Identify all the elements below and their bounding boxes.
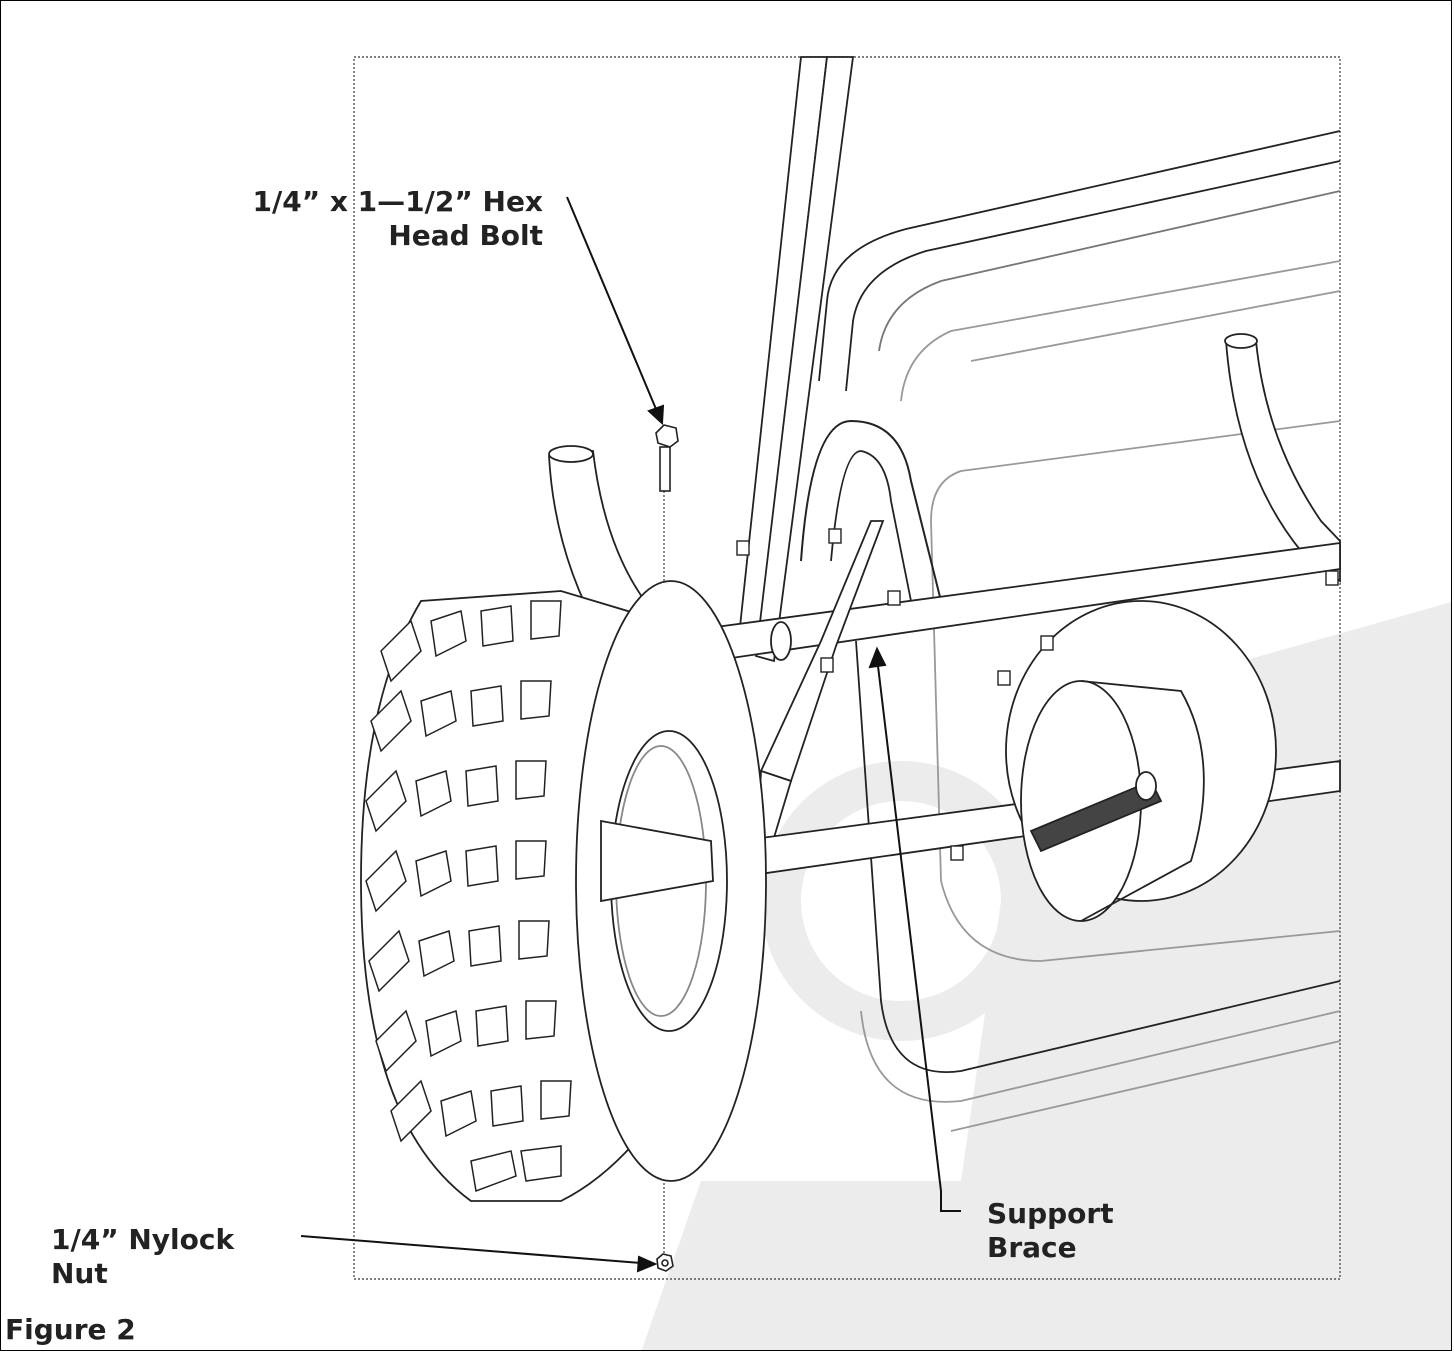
- cart-frame: [548, 56, 1341, 1132]
- hex-head-bolt-label-line2: Head Bolt: [388, 219, 543, 252]
- support-brace-label-line1: Support: [987, 1197, 1114, 1230]
- wheel: [360, 580, 767, 1202]
- figure-caption: Figure 2: [5, 1313, 136, 1346]
- nylock-nut: [656, 1253, 674, 1272]
- hex-head-bolt-label-line1: 1/4” x 1—1/2” Hex: [252, 185, 543, 218]
- nylock-nut-label-line1: 1/4” Nylock: [51, 1223, 235, 1256]
- hex-head-bolt: [655, 424, 679, 492]
- nylock-nut-label: 1/4” Nylock Nut: [51, 1223, 234, 1291]
- frame-bolts: [736, 528, 1339, 861]
- leader-lines: [300, 196, 961, 1273]
- support-brace-label-line2: Brace: [987, 1231, 1077, 1264]
- hex-head-bolt-label: 1/4” x 1—1/2” Hex Head Bolt: [161, 185, 543, 253]
- tire-tread: [365, 600, 572, 1193]
- support-brace-label: Support Brace: [987, 1197, 1114, 1265]
- nylock-nut-label-line2: Nut: [51, 1257, 108, 1290]
